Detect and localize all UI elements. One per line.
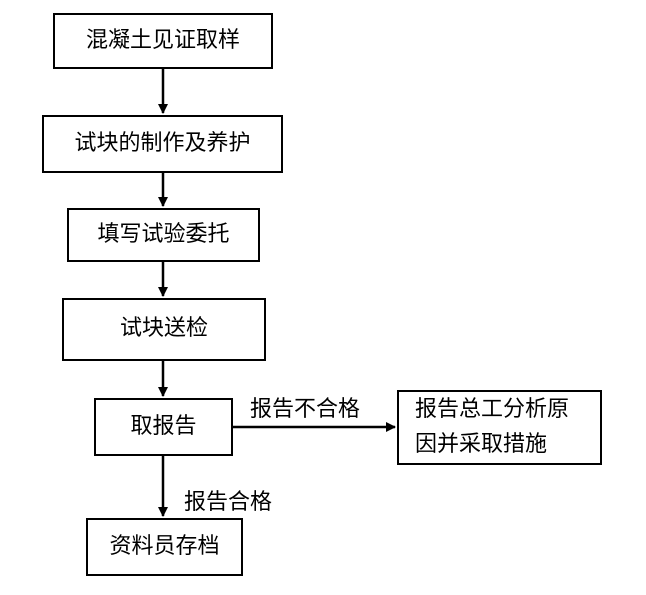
node-sampling: 混凝土见证取样: [53, 13, 273, 69]
node-action: 报告总工分析原因并采取措施: [397, 390, 602, 465]
node-action-label: 报告总工分析原因并采取措施: [415, 397, 570, 457]
node-delivery: 试块送检: [62, 298, 266, 361]
edge-label-fail: 报告不合格: [250, 397, 361, 422]
node-sampling-label: 混凝土见证取样: [85, 27, 240, 53]
node-commission: 填写试验委托: [67, 208, 260, 262]
node-archive: 资料员存档: [86, 518, 243, 576]
node-archive-label: 资料员存档: [109, 533, 220, 559]
node-report: 取报告: [94, 398, 233, 456]
node-delivery-label: 试块送检: [119, 316, 208, 342]
node-specimen: 试块的制作及养护: [42, 115, 283, 173]
node-commission-label: 填写试验委托: [97, 221, 230, 247]
node-report-label: 取报告: [130, 413, 197, 439]
node-specimen-label: 试块的制作及养护: [74, 130, 251, 156]
edge-label-pass: 报告合格: [184, 490, 273, 515]
